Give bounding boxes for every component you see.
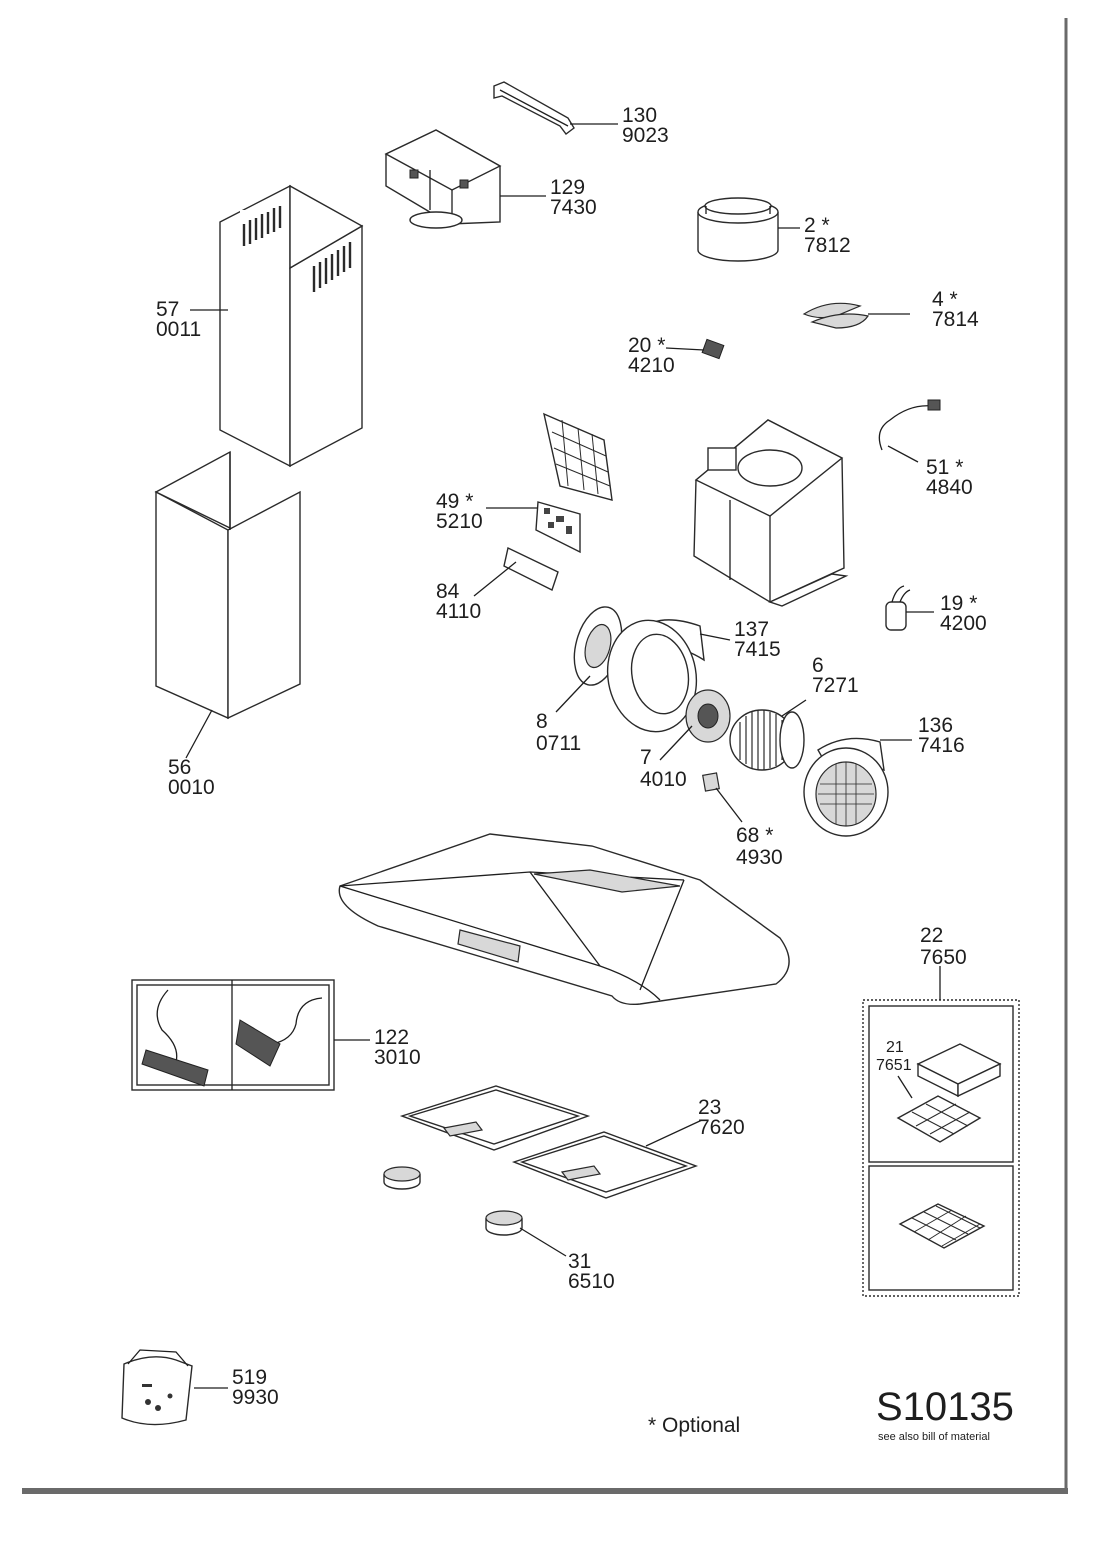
callout-p68: 68 * 4930 xyxy=(736,824,783,869)
part-68-component-drawing xyxy=(702,772,720,792)
part-49-pcb-drawing xyxy=(535,412,613,554)
callout-p4: 4 * 7814 xyxy=(932,288,979,331)
part-number: 84 xyxy=(436,580,460,603)
part-20-switch-drawing xyxy=(701,338,725,360)
part-number: 4 * xyxy=(932,288,958,311)
part-number: 23 xyxy=(698,1096,721,1119)
callout-p56: 56 0010 xyxy=(168,756,215,799)
part-code: 7814 xyxy=(932,308,979,331)
part-number: 519 xyxy=(232,1366,267,1389)
part-6-impeller-drawing xyxy=(729,709,805,771)
part-number: 51 * xyxy=(926,456,963,479)
part-51-cable-drawing xyxy=(878,399,941,451)
part-code: 7812 xyxy=(804,234,851,257)
part-number: 68 * xyxy=(736,824,773,847)
part-136-blower-drawing xyxy=(803,737,889,837)
callout-p19: 19 * 4200 xyxy=(940,592,987,635)
callout-p130: 130 9023 xyxy=(622,104,669,147)
part-code: 3010 xyxy=(374,1046,421,1069)
part-code: 9023 xyxy=(622,124,669,147)
part-code: 4110 xyxy=(436,600,481,623)
callout-p57: 57 0011 xyxy=(156,298,201,341)
motor-housing-drawing xyxy=(693,419,849,607)
callout-p8: 8 0711 xyxy=(536,710,581,755)
part-22-carbon-kit-drawing xyxy=(862,999,1020,1297)
callout-p22: 22 7650 xyxy=(920,924,967,969)
callout-p49: 49 * 5210 xyxy=(436,490,483,533)
part-56-lower-chimney-drawing xyxy=(154,450,301,720)
part-code: 4010 xyxy=(640,768,687,791)
part-number: 22 xyxy=(920,924,943,947)
part-code: 0011 xyxy=(156,318,201,341)
part-code: 5210 xyxy=(436,510,483,533)
part-519-bag-drawing xyxy=(121,1349,193,1426)
part-code: 0711 xyxy=(536,732,581,755)
part-code: 7415 xyxy=(734,638,781,661)
part-code: 6510 xyxy=(568,1270,615,1293)
part-4-flaps-drawing xyxy=(802,302,869,329)
callout-p7: 7 4010 xyxy=(640,746,687,791)
callout-p20: 20 * 4210 xyxy=(628,334,675,377)
part-number: 19 * xyxy=(940,592,977,615)
part-130-bracket-drawing xyxy=(493,81,575,135)
part-code: 7651 xyxy=(876,1057,912,1074)
part-2-collar-drawing xyxy=(697,197,779,262)
callout-p129: 129 7430 xyxy=(550,176,597,219)
hood-canopy-drawing xyxy=(338,833,790,1006)
part-code: 7620 xyxy=(698,1116,745,1139)
part-code: 7271 xyxy=(812,674,859,697)
part-code: 7430 xyxy=(550,196,597,219)
callout-p136: 136 7416 xyxy=(918,714,965,757)
leader-lines xyxy=(185,123,941,1389)
callout-p31: 31 6510 xyxy=(568,1250,615,1293)
callout-p84: 84 4110 xyxy=(436,580,481,623)
part-122-lighting-drawing xyxy=(131,979,335,1091)
part-23-filters-drawing xyxy=(399,1085,699,1199)
part-code: 4210 xyxy=(628,354,675,377)
part-number: 137 xyxy=(734,618,769,641)
optional-note: * Optional xyxy=(648,1414,740,1437)
part-31-knobs-drawing xyxy=(383,1166,523,1236)
callout-p23: 23 7620 xyxy=(698,1096,745,1139)
callout-p21: 21 7651 xyxy=(876,1039,912,1074)
part-code: 4930 xyxy=(736,846,783,869)
part-number: 56 xyxy=(168,756,191,779)
part-129-damper-drawing xyxy=(384,129,502,229)
part-number: 136 xyxy=(918,714,953,737)
part-code: 4840 xyxy=(926,476,973,499)
part-number: 57 xyxy=(156,298,179,321)
part-number: 6 xyxy=(812,654,824,677)
callout-p519: 519 9930 xyxy=(232,1366,279,1409)
part-number: 49 * xyxy=(436,490,473,513)
part-number: 8 xyxy=(536,710,548,733)
part-code: 0010 xyxy=(168,776,215,799)
part-number: 20 * xyxy=(628,334,665,357)
drawing-code: S10135 xyxy=(876,1385,1014,1429)
part-137-blower-drawing xyxy=(606,619,705,733)
part-code: 9930 xyxy=(232,1386,279,1409)
part-7-motor-drawing xyxy=(685,689,731,743)
part-code: 7650 xyxy=(920,946,967,969)
callout-p137: 137 7415 xyxy=(734,618,781,661)
part-code: 7416 xyxy=(918,734,965,757)
part-57-upper-chimney-drawing xyxy=(219,184,364,468)
callout-p6: 6 7271 xyxy=(812,654,859,697)
callout-p51: 51 * 4840 xyxy=(926,456,973,499)
part-number: 21 xyxy=(886,1039,904,1056)
callout-p2: 2 * 7812 xyxy=(804,214,851,257)
drawing-subtitle: see also bill of material xyxy=(878,1431,990,1443)
callout-p122: 122 3010 xyxy=(374,1026,421,1069)
part-code: 4200 xyxy=(940,612,987,635)
part-number: 7 xyxy=(640,746,652,769)
part-19-capacitor-drawing xyxy=(885,585,911,631)
part-number: 129 xyxy=(550,176,585,199)
part-number: 122 xyxy=(374,1026,409,1049)
part-number: 130 xyxy=(622,104,657,127)
part-84-cover-drawing xyxy=(503,546,559,591)
part-number: 31 xyxy=(568,1250,591,1273)
part-number: 2 * xyxy=(804,214,830,237)
